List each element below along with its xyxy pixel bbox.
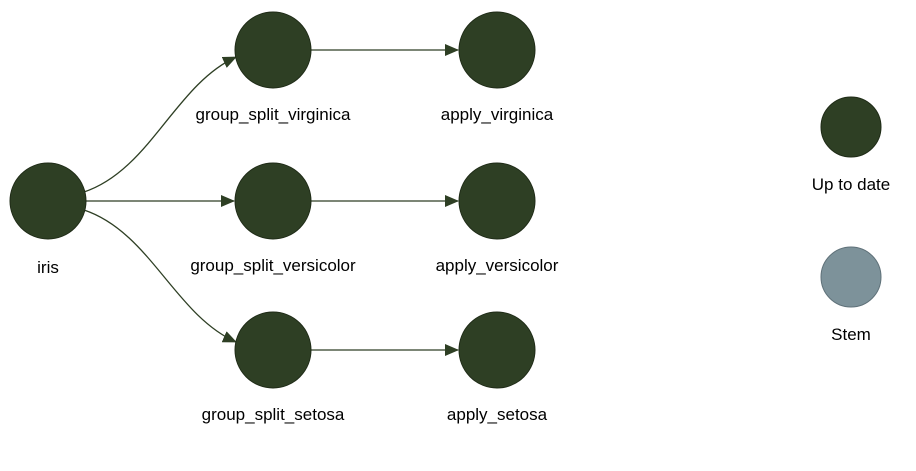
edges <box>83 44 459 356</box>
node-label: apply_versicolor <box>436 256 559 275</box>
node-circle[interactable] <box>458 162 536 240</box>
node-iris[interactable]: iris <box>9 162 87 277</box>
node-circle[interactable] <box>234 162 312 240</box>
legend: Up to date Stem <box>812 96 890 344</box>
node-group-split-versicolor[interactable]: group_split_versicolor <box>190 162 356 275</box>
legend-swatch-stem <box>820 246 882 308</box>
node-apply-virginica[interactable]: apply_virginica <box>441 11 554 124</box>
legend-label-up-to-date: Up to date <box>812 175 890 194</box>
node-label: iris <box>37 258 59 277</box>
node-circle[interactable] <box>234 11 312 89</box>
node-label: group_split_setosa <box>202 405 345 424</box>
legend-item-up-to-date[interactable]: Up to date <box>812 96 890 194</box>
edge-iris-to-group-split-setosa <box>83 209 237 343</box>
legend-swatch-up-to-date <box>820 96 882 158</box>
node-apply-versicolor[interactable]: apply_versicolor <box>436 162 559 275</box>
node-group-split-setosa[interactable]: group_split_setosa <box>202 311 345 424</box>
node-circle[interactable] <box>234 311 312 389</box>
nodes: iris group_split_virginica group_split_v… <box>9 11 559 424</box>
legend-item-stem[interactable]: Stem <box>820 246 882 344</box>
node-label: group_split_virginica <box>196 105 352 124</box>
node-circle[interactable] <box>9 162 87 240</box>
node-label: apply_setosa <box>447 405 548 424</box>
edge-path <box>83 209 237 343</box>
node-label: apply_virginica <box>441 105 554 124</box>
legend-label-stem: Stem <box>831 325 871 344</box>
node-apply-setosa[interactable]: apply_setosa <box>447 311 548 424</box>
node-circle[interactable] <box>458 311 536 389</box>
node-group-split-virginica[interactable]: group_split_virginica <box>196 11 352 124</box>
node-label: group_split_versicolor <box>190 256 356 275</box>
node-circle[interactable] <box>458 11 536 89</box>
edge-iris-to-group-split-virginica <box>83 56 237 193</box>
edge-path <box>83 56 237 193</box>
